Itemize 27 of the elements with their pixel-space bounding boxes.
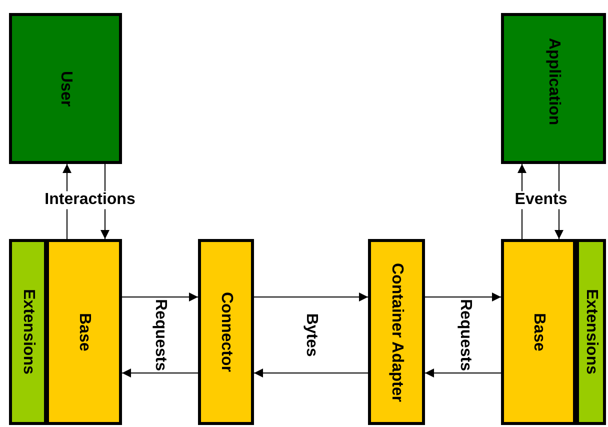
component-label: Extensions bbox=[583, 289, 599, 375]
component-label: Container Adapter bbox=[388, 262, 404, 402]
edge-label: Requests bbox=[456, 298, 474, 372]
component-label: Base bbox=[530, 312, 546, 352]
component-label: Connector bbox=[218, 292, 234, 372]
component-box bbox=[501, 13, 606, 164]
component-label: Base bbox=[76, 312, 92, 352]
component-box bbox=[9, 13, 122, 164]
component-label: Application bbox=[546, 38, 562, 126]
component-box bbox=[576, 239, 606, 425]
edge-label: Events bbox=[514, 191, 568, 209]
component-box bbox=[9, 239, 47, 425]
arrow bbox=[424, 292, 502, 302]
arrow bbox=[122, 368, 198, 378]
arrow bbox=[424, 368, 502, 378]
edge-label: Bytes bbox=[302, 313, 320, 357]
component-label: User bbox=[58, 70, 74, 106]
component-box bbox=[368, 239, 425, 425]
component-box bbox=[501, 239, 576, 425]
component-box bbox=[198, 239, 254, 425]
arrow bbox=[254, 368, 368, 378]
component-box bbox=[46, 239, 122, 425]
edge-label: Requests bbox=[151, 298, 169, 372]
arrow bbox=[122, 292, 198, 302]
component-label: Extensions bbox=[20, 289, 36, 375]
arrow bbox=[254, 292, 368, 302]
edge-label: Interactions bbox=[44, 191, 136, 209]
